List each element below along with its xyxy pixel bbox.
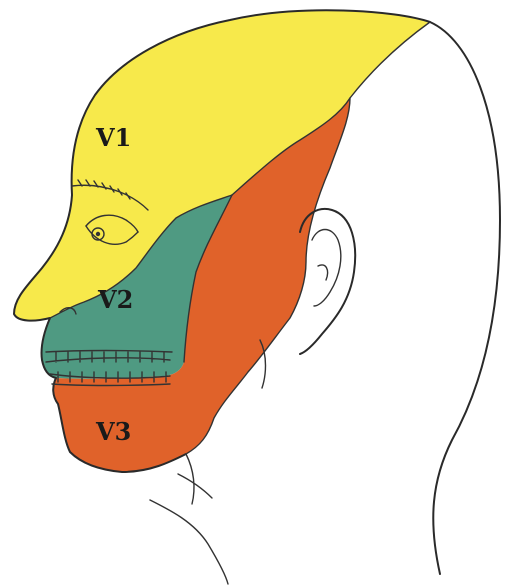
label-v2: V2 xyxy=(97,285,133,314)
head-outline xyxy=(430,22,500,574)
chin-crease xyxy=(178,474,212,498)
ear-lobe-detail xyxy=(318,265,328,280)
eye-pupil xyxy=(96,232,100,236)
neck-front-lower xyxy=(150,500,228,584)
label-v1: V1 xyxy=(95,123,131,152)
label-v3: V3 xyxy=(95,417,131,446)
